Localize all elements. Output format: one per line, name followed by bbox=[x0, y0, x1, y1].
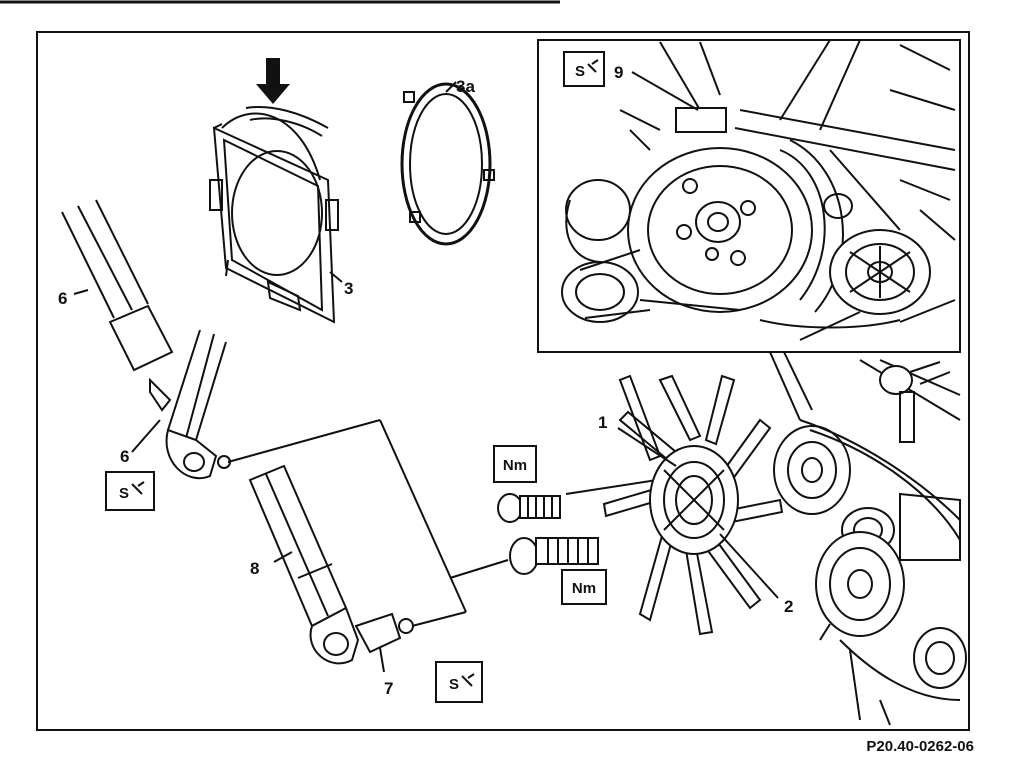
figure-frame bbox=[36, 31, 970, 731]
fan bbox=[602, 374, 784, 636]
label-coupling: 2 bbox=[784, 597, 793, 616]
rod-lower bbox=[248, 464, 414, 665]
label-bracket: 6 bbox=[120, 447, 129, 466]
engine-pulleys bbox=[769, 351, 967, 726]
label-fan: 1 bbox=[598, 413, 607, 432]
bolt-lower bbox=[509, 537, 599, 575]
tool-symbol-inset: S bbox=[563, 51, 605, 87]
svg-text:Nm: Nm bbox=[572, 580, 596, 597]
shroud-ring bbox=[400, 81, 495, 246]
label-shroud: 3 bbox=[344, 279, 353, 298]
label-ring: 3a bbox=[456, 77, 475, 96]
assembly-lines bbox=[227, 419, 671, 627]
leader-lines bbox=[73, 271, 779, 673]
torque-symbol-upper: Nm bbox=[493, 445, 537, 483]
bracket bbox=[149, 329, 231, 479]
inset-pump-view bbox=[537, 39, 961, 353]
svg-text:S: S bbox=[449, 676, 459, 693]
label-rod-upper: 6 bbox=[58, 289, 67, 308]
svg-text:S: S bbox=[575, 63, 585, 80]
fan-shroud bbox=[209, 58, 339, 324]
label-tensioner: 7 bbox=[384, 679, 393, 698]
label-pump: 9 bbox=[614, 63, 623, 82]
torque-symbol-lower: Nm bbox=[561, 569, 607, 605]
tool-symbol-left: S bbox=[105, 471, 155, 511]
figure-code: P20.40-0262-06 bbox=[866, 738, 974, 755]
tool-symbol-bottom: S bbox=[435, 661, 483, 703]
rod-upper bbox=[61, 199, 174, 372]
svg-text:S: S bbox=[119, 485, 129, 502]
svg-text:Nm: Nm bbox=[503, 457, 527, 474]
bolt-upper bbox=[497, 493, 561, 523]
label-rod-lower: 8 bbox=[250, 559, 259, 578]
